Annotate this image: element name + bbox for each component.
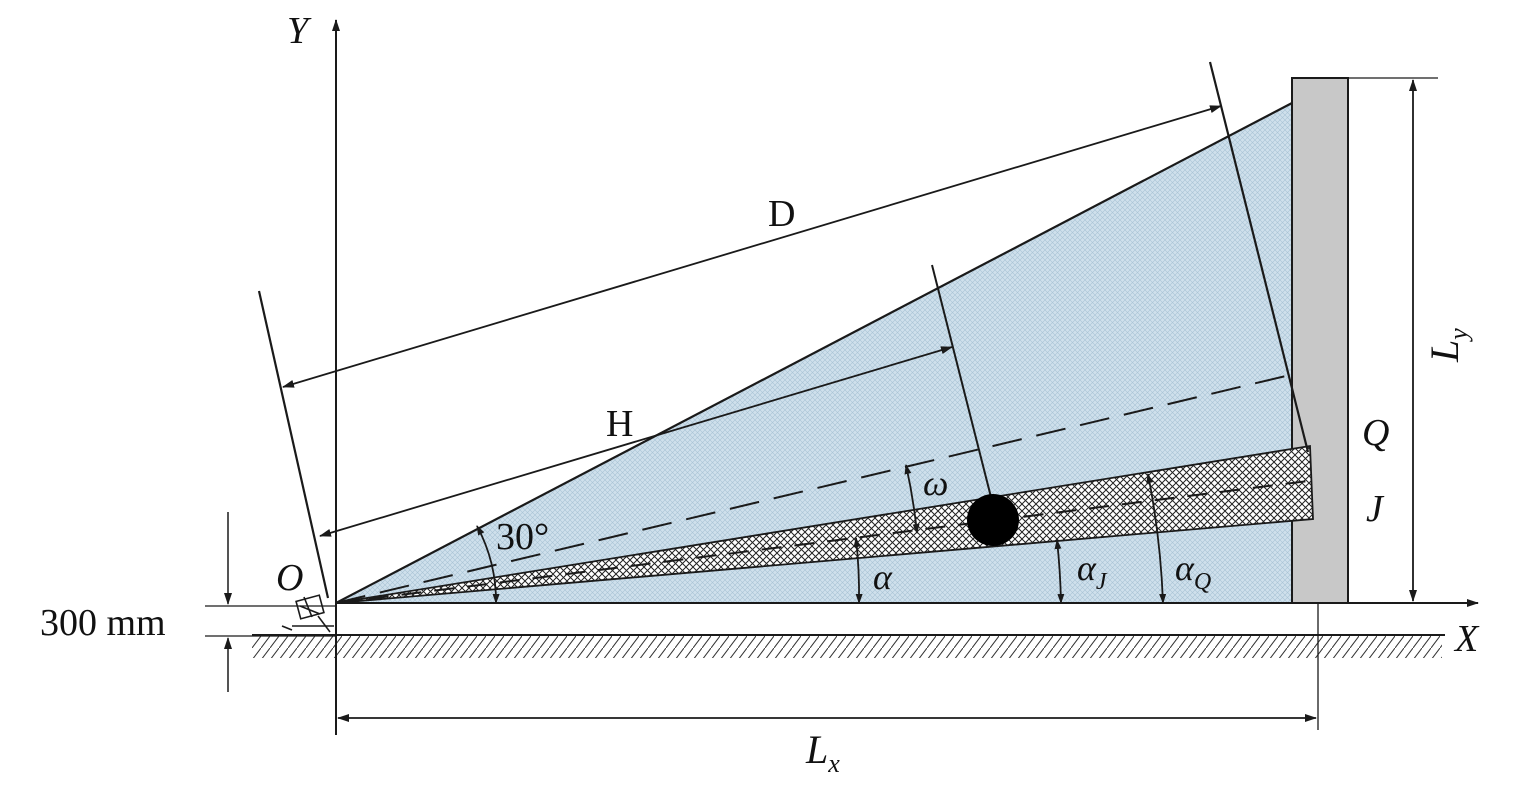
arc-alpha-q: [1146, 473, 1167, 604]
arc-alpha-j: [1054, 539, 1065, 604]
alpha-label: α: [873, 557, 893, 597]
ly-sub: y: [1444, 328, 1473, 343]
perp-line-right: [1208, 61, 1310, 453]
perp-line-left: [257, 290, 330, 599]
x-axis-label: X: [1453, 618, 1480, 660]
sensor-device-icon: [281, 594, 334, 633]
omega-label: ω: [923, 463, 948, 503]
dimension-d-arrow: [282, 105, 1222, 388]
alpha-j-label: αJ: [1077, 548, 1108, 595]
dimension-h-arrow: [319, 346, 953, 537]
alpha-j-base: α: [1077, 548, 1097, 588]
ly-label: Ly: [1422, 328, 1473, 363]
distance-d-label: D: [768, 193, 795, 235]
origin-label: O: [276, 557, 303, 599]
wall: [1291, 77, 1349, 604]
arc-30: [476, 525, 500, 604]
angle-30-label: 30°: [496, 516, 549, 558]
y-axis-label: Y: [287, 10, 312, 52]
target-j-label: J: [1366, 488, 1385, 530]
lx-sub: x: [827, 749, 840, 778]
lx-base: L: [805, 727, 828, 772]
alpha-q-label: αQ: [1175, 548, 1211, 595]
height-300-label: 300 mm: [40, 602, 166, 644]
target-dot: [967, 494, 1019, 546]
alpha-j-sub: J: [1096, 569, 1108, 595]
arc-omega: [904, 464, 920, 534]
alpha-q-base: α: [1175, 548, 1195, 588]
lx-label: Lx: [805, 727, 840, 778]
target-q-label: Q: [1362, 412, 1389, 454]
arc-alpha: [853, 537, 863, 604]
ly-base: L: [1422, 340, 1467, 363]
ground-hatching: [252, 636, 1442, 658]
distance-h-label: H: [606, 403, 633, 445]
alpha-q-sub: Q: [1194, 569, 1211, 595]
